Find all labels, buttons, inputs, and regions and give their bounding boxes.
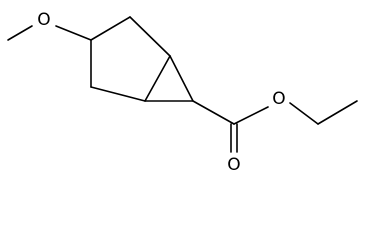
atom-ester-ether-oxygen: O — [272, 89, 285, 109]
atom-methoxy-oxygen: O — [37, 10, 50, 30]
bond-ch2-ch3 — [317, 100, 358, 125]
ester-ether-oxygen-label: O — [272, 89, 285, 109]
bond-ester-o-ch2 — [289, 102, 319, 125]
bond-methyl-methoxy-o — [7, 25, 33, 41]
bond-c1-c6 — [169, 55, 194, 102]
bond-methoxy-o-c3 — [55, 25, 92, 41]
methoxy-oxygen-label: O — [37, 10, 50, 30]
carbonyl-oxygen-label: O — [227, 155, 240, 175]
bond-c6-carbonyl-c — [192, 100, 235, 125]
atom-carbonyl-oxygen: O — [227, 155, 240, 175]
bond-c2-c1 — [129, 16, 171, 57]
bond-c3-c2 — [90, 16, 131, 41]
bond-c1-c5 — [144, 55, 171, 102]
bond-c4-c5 — [90, 86, 146, 102]
skeletal-formula: O O O — [7, 10, 358, 175]
bond-carbonyl-c-ester-o — [233, 106, 269, 125]
